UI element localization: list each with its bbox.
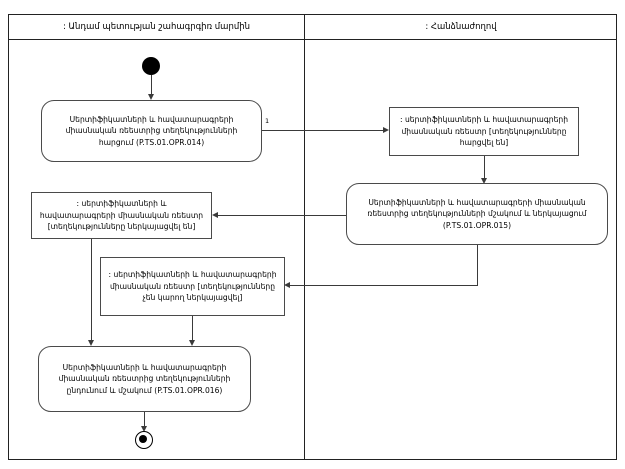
- swimlane-header-commission: : Հանձնաժողով: [425, 22, 497, 32]
- object-node-registry-presented-label: : սերտիֆիկատների և հավատարագրերի միասնակ…: [39, 199, 204, 232]
- action-node-receive-process[interactable]: Սերտիֆիկատների և հավատարագրերի միասնական…: [38, 346, 251, 412]
- edge-registry-requested-to-process: [484, 156, 485, 180]
- edge-process-down-to-not-presented: [477, 245, 478, 285]
- initial-node: [142, 57, 160, 75]
- edge-initial-to-request: [151, 75, 152, 96]
- edge-registry-presented-to-receive: [91, 239, 92, 342]
- arrowhead-request-to-registry-requested: [383, 126, 389, 133]
- object-node-registry-not-presented[interactable]: : սերտիֆիկատների և հավատարագրերի միասնակ…: [100, 257, 285, 316]
- object-node-registry-requested[interactable]: : սերտիֆիկատների և հավատարագրերի միասնակ…: [389, 107, 579, 156]
- action-node-process-present-label: Սերտիֆիկատների և հավատարագրերի միասնական…: [367, 197, 587, 230]
- edge-registry-not-presented-to-receive: [192, 316, 193, 342]
- swimlane-header-rule: [8, 39, 617, 40]
- action-node-receive-process-label: Սերտիֆիկատների և հավատարագրերի միասնական…: [58, 362, 231, 395]
- edge-process-to-registry-not-presented: [290, 285, 478, 286]
- arrowhead-registry-requested-to-process: [480, 178, 487, 184]
- arrowhead-receive-to-final: [140, 426, 147, 432]
- edge-label-1: 1: [265, 117, 270, 125]
- action-node-request-info[interactable]: Սերտիֆիկատների և հավատարագրերի միասնական…: [41, 100, 262, 162]
- arrowhead-registry-presented-to-receive: [87, 340, 94, 346]
- final-node: [135, 431, 153, 449]
- swimlane-divider: [304, 14, 305, 460]
- object-node-registry-presented[interactable]: : սերտիֆիկատների և հավատարագրերի միասնակ…: [31, 192, 212, 239]
- object-node-registry-requested-label: : սերտիֆիկատների և հավատարագրերի միասնակ…: [399, 115, 569, 148]
- arrowhead-registry-not-presented-to-receive: [188, 340, 195, 346]
- arrowhead-process-to-registry-not-presented: [284, 281, 290, 288]
- object-node-registry-not-presented-label: : սերտիֆիկատների և հավատարագրերի միասնակ…: [108, 270, 277, 303]
- arrowhead-process-to-registry-presented: [212, 211, 218, 218]
- edge-request-to-registry-requested: [262, 130, 384, 131]
- action-node-request-info-label: Սերտիֆիկատների և հավատարագրերի միասնական…: [65, 114, 238, 147]
- swimlane-header-member-state: : Անդամ պետության շահագրգիռ մարմին: [62, 22, 251, 32]
- edge-receive-to-final: [144, 412, 145, 429]
- edge-process-to-registry-presented: [218, 215, 346, 216]
- action-node-process-present[interactable]: Սերտիֆիկատների և հավատարագրերի միասնական…: [346, 183, 608, 245]
- arrowhead-initial-to-request: [147, 94, 154, 100]
